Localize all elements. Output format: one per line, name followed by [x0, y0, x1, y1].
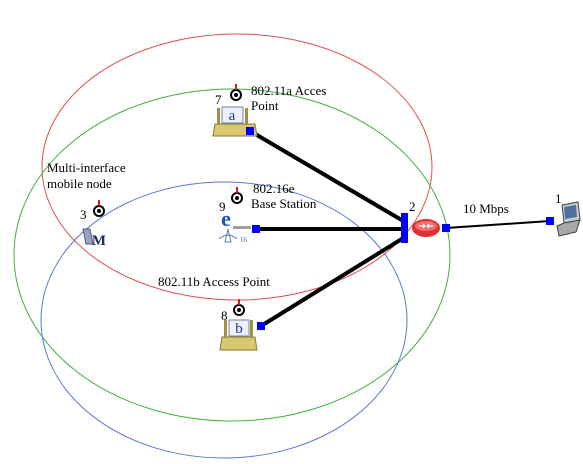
ap-a-node-id: 7 — [215, 92, 222, 107]
coverage-area-80211b — [40, 181, 408, 459]
router-node-id: 2 — [409, 199, 416, 214]
mobile-node[interactable]: M — [82, 200, 106, 249]
wimax-sub: 16 — [240, 236, 248, 244]
antenna-target-icon — [233, 299, 245, 316]
link-ap-a-to-router[interactable] — [248, 129, 407, 224]
wimax-label-line2: Base Station — [251, 196, 317, 211]
mobile-letter: M — [92, 233, 106, 249]
wimax-node-id: 9 — [219, 199, 226, 214]
ap-a-label-line1: 802.11a Acces — [251, 83, 326, 98]
ap-b-port — [257, 322, 265, 330]
access-point-icon: b — [219, 319, 258, 351]
ap-b-node-id: 8 — [221, 308, 228, 323]
link-ap-b-to-router[interactable] — [259, 235, 407, 328]
wimax-port — [252, 225, 260, 233]
ap-80211a-node[interactable]: a — [212, 84, 258, 137]
ap-a-port — [246, 127, 254, 135]
coverage-area-80211a — [41, 33, 433, 301]
laptop-icon — [556, 201, 581, 237]
ap-b-letter: b — [235, 321, 243, 337]
ap-a-letter: a — [229, 108, 236, 124]
wimax-label-line1: 802.16e — [253, 181, 295, 196]
base-station-icon: e 16 — [218, 206, 251, 244]
mobile-label-line2: mobile node — [47, 176, 112, 191]
laptop-node-id: 1 — [555, 191, 562, 206]
router-icon — [412, 219, 440, 237]
router-port-right — [442, 224, 450, 232]
wimax-base-station-node[interactable]: e 16 — [218, 187, 260, 244]
link-speed-label: 10 Mbps — [463, 201, 509, 216]
router-node[interactable] — [401, 213, 450, 243]
wimax-letter: e — [221, 206, 231, 231]
mobile-label-line1: Multi-interface — [47, 160, 126, 175]
ap-80211b-node[interactable]: b — [219, 299, 265, 351]
link-router-to-laptop[interactable] — [445, 220, 551, 229]
mobile-node-id: 3 — [80, 207, 87, 222]
laptop-port — [546, 217, 554, 225]
antenna-target-icon — [231, 187, 243, 204]
ap-a-label-line2: Point — [251, 98, 279, 113]
ap-b-label: 802.11b Access Point — [158, 274, 270, 289]
coverage-area-80216e — [13, 88, 451, 422]
router-port-bar — [401, 213, 408, 243]
laptop-node[interactable] — [546, 201, 581, 237]
antenna-target-icon — [93, 200, 105, 217]
antenna-target-icon — [230, 84, 242, 101]
mobile-device-icon: M — [82, 228, 106, 249]
